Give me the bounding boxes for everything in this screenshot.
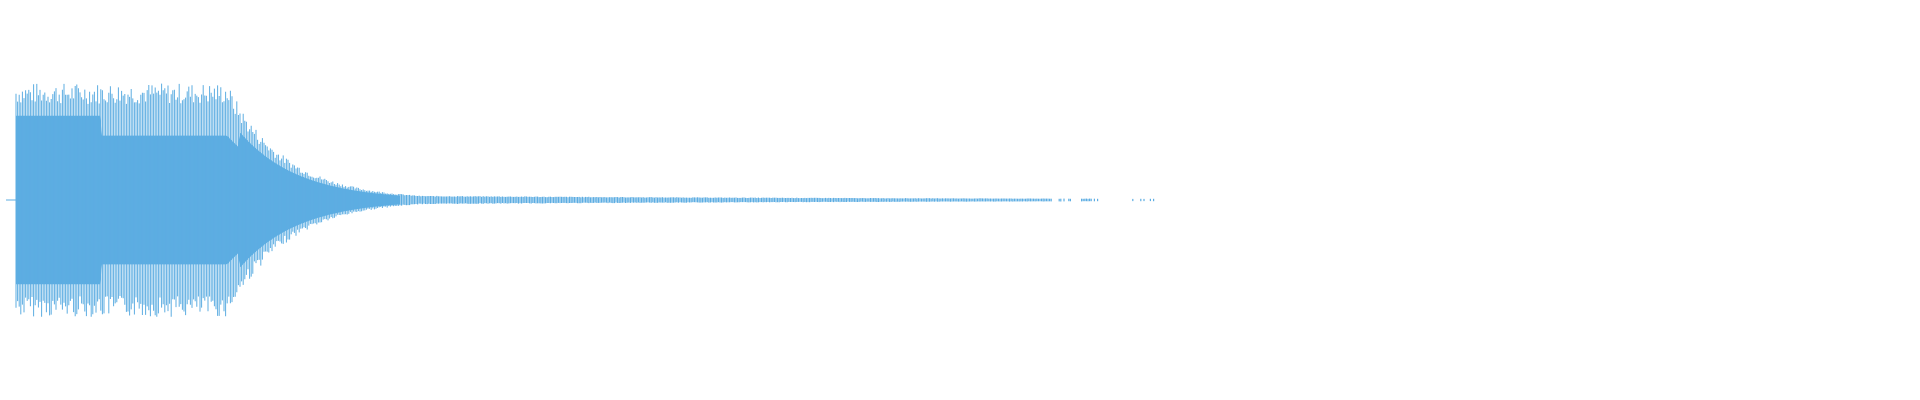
waveform-samples xyxy=(15,83,1155,317)
